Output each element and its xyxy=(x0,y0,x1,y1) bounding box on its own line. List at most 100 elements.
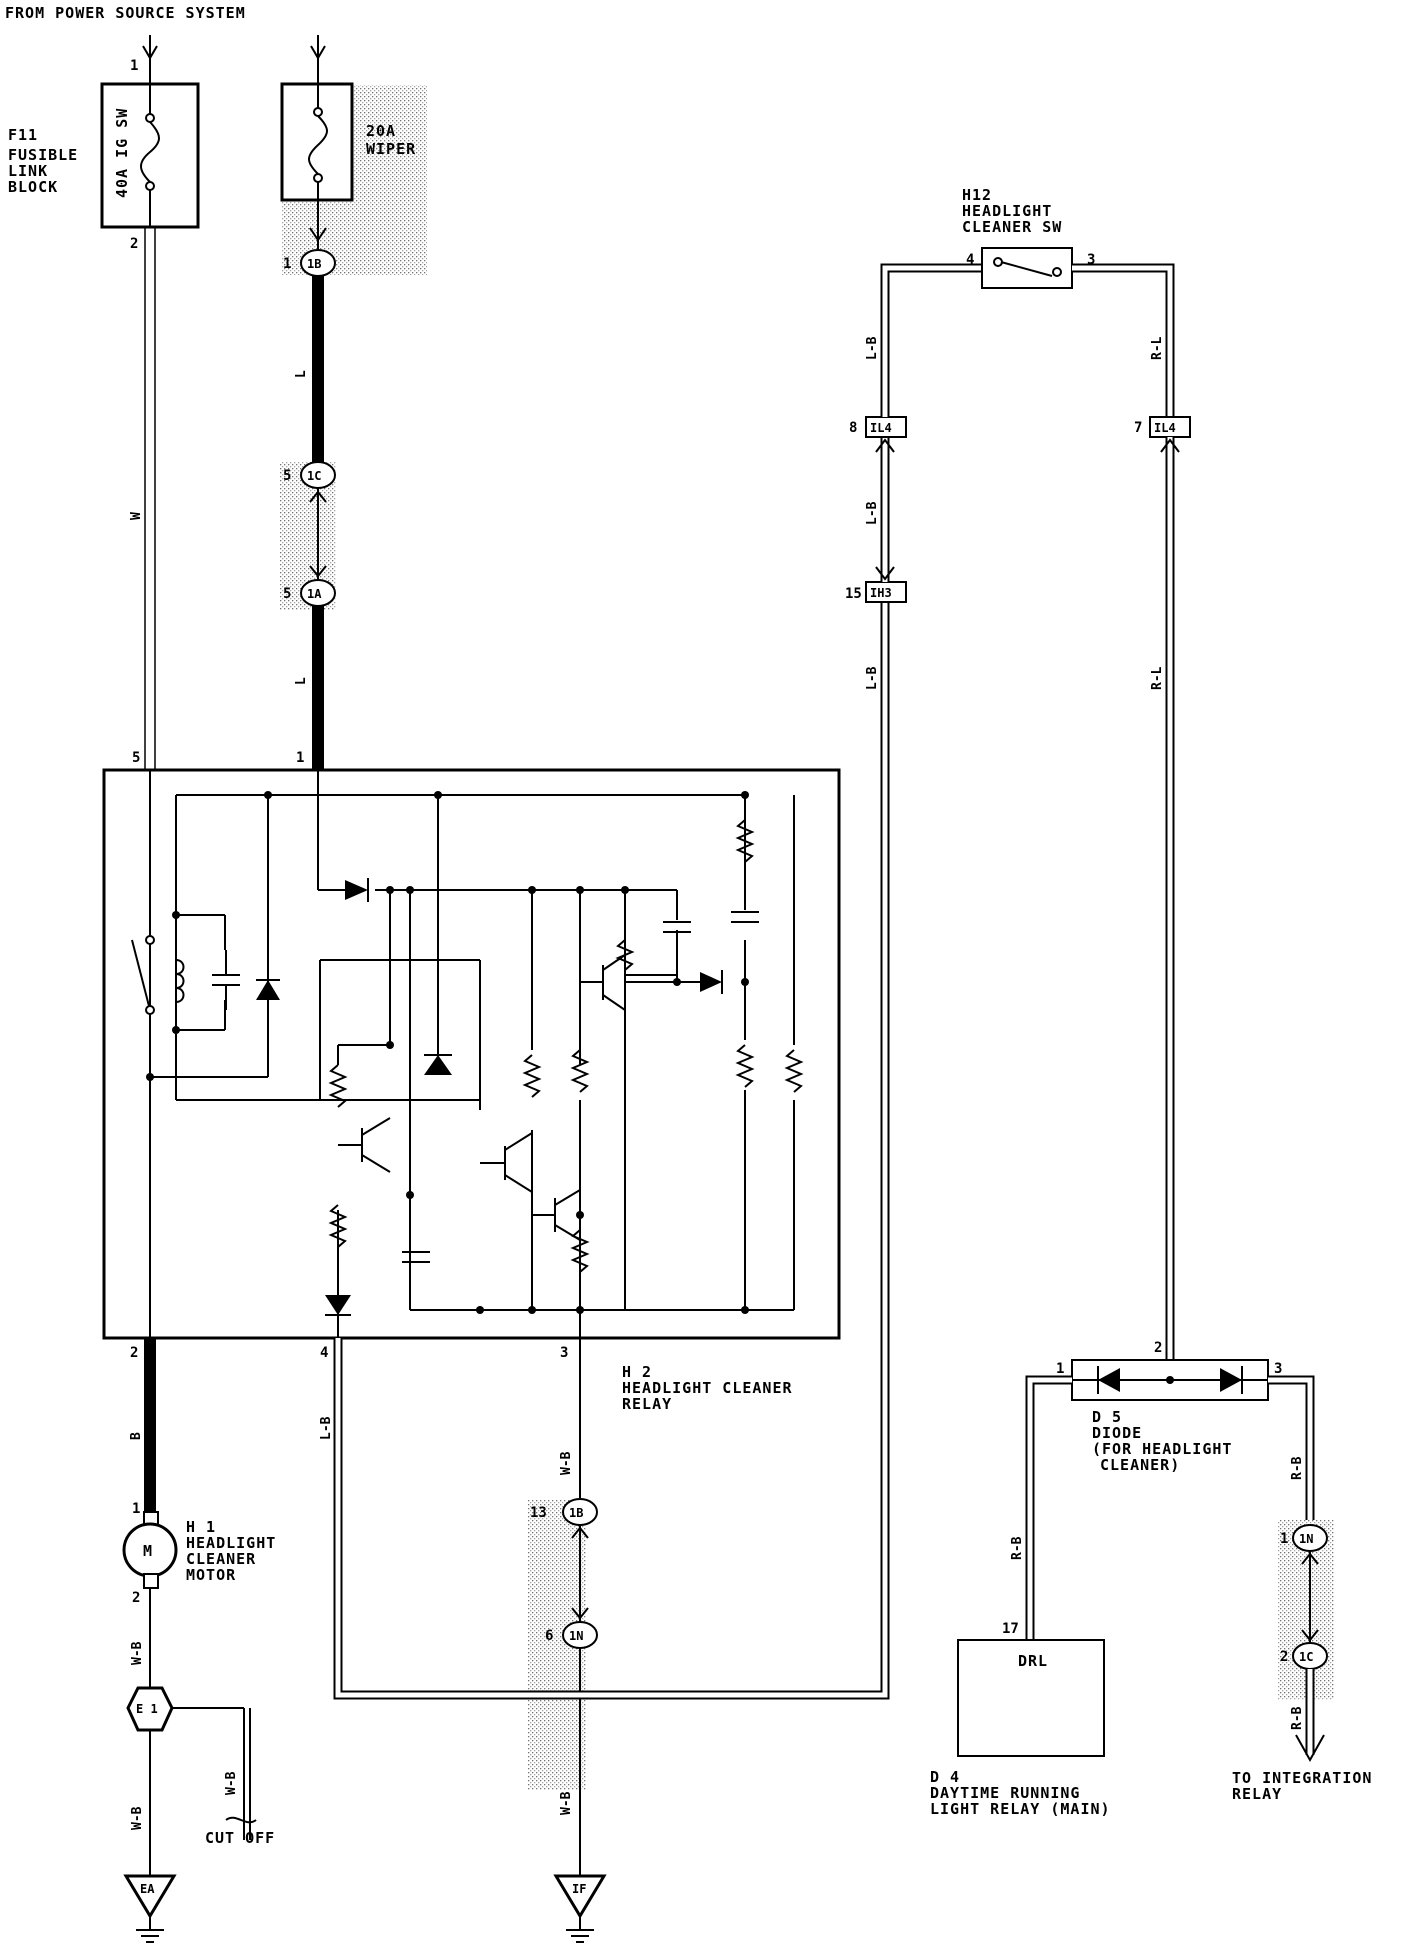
connector-il4-right: 7 IL4 xyxy=(1134,416,1191,438)
svg-text:2: 2 xyxy=(130,1345,138,1361)
svg-text:M: M xyxy=(143,1542,153,1560)
svg-text:5: 5 xyxy=(283,586,291,602)
svg-text:R-L: R-L xyxy=(1150,336,1165,360)
svg-text:1: 1 xyxy=(132,1501,140,1517)
wiper-fuse: 20A WIPER xyxy=(280,35,416,250)
svg-text:15: 15 xyxy=(845,586,862,602)
svg-text:1C: 1C xyxy=(1299,1650,1313,1664)
connector-1b-mid: 13 1B xyxy=(530,1498,598,1622)
connector-1c-right: 2 1C xyxy=(1280,1642,1328,1670)
svg-text:CLEANER): CLEANER) xyxy=(1100,1456,1180,1474)
svg-text:4: 4 xyxy=(320,1345,328,1361)
svg-text:WIPER: WIPER xyxy=(366,140,416,158)
svg-text:R-B: R-B xyxy=(1010,1536,1025,1560)
h2-headlight-cleaner-relay: 2 4 3 H 2 HEADLIGHT CLEANER RELAY xyxy=(102,768,841,1413)
wire-lb-loop: L-B L-B xyxy=(319,600,890,1700)
svg-text:5: 5 xyxy=(283,468,291,484)
svg-text:3: 3 xyxy=(1087,252,1095,268)
h1-headlight-cleaner-motor: 1 M 2 H 1 HEADLIGHT CLEANER MOTOR xyxy=(122,1501,276,1606)
svg-text:W-B: W-B xyxy=(559,1451,574,1475)
svg-text:H 1: H 1 xyxy=(186,1518,216,1536)
wire-rb-d4: R-B xyxy=(1010,1375,1072,1640)
svg-text:1N: 1N xyxy=(1299,1532,1313,1546)
svg-text:H 2: H 2 xyxy=(622,1363,652,1381)
svg-text:7: 7 xyxy=(1134,420,1142,436)
svg-text:D 4: D 4 xyxy=(930,1768,960,1786)
svg-text:W-B: W-B xyxy=(224,1771,239,1795)
svg-text:HEADLIGHT: HEADLIGHT xyxy=(962,202,1052,220)
svg-text:6: 6 xyxy=(545,1628,553,1644)
wire-rl-low: R-L xyxy=(1150,437,1180,1360)
svg-text:D 5: D 5 xyxy=(1092,1408,1122,1426)
svg-text:R-L: R-L xyxy=(1150,666,1165,690)
svg-text:DRL: DRL xyxy=(1018,1652,1048,1670)
svg-text:H12: H12 xyxy=(962,186,992,204)
connector-1b-top: 1 1B xyxy=(283,249,336,277)
svg-text:L: L xyxy=(294,370,309,378)
svg-text:L-B: L-B xyxy=(865,501,880,525)
svg-text:5: 5 xyxy=(132,750,140,766)
svg-text:1: 1 xyxy=(1056,1361,1064,1377)
svg-text:1B: 1B xyxy=(569,1506,583,1520)
connector-il4-left: 8 IL4 xyxy=(849,416,907,438)
power-source-title: FROM POWER SOURCE SYSTEM xyxy=(5,4,246,22)
svg-text:L-B: L-B xyxy=(865,336,880,360)
ground-ea: EA xyxy=(123,1874,177,1943)
svg-text:1: 1 xyxy=(283,256,291,272)
svg-text:HEADLIGHT: HEADLIGHT xyxy=(186,1534,276,1552)
svg-text:W: W xyxy=(129,512,144,520)
svg-text:E 1: E 1 xyxy=(136,1702,158,1716)
connector-1c-left: 5 1C xyxy=(283,461,336,580)
svg-text:FUSIBLE: FUSIBLE xyxy=(8,146,78,164)
svg-text:CLEANER: CLEANER xyxy=(186,1550,256,1568)
svg-text:IF: IF xyxy=(572,1882,586,1896)
connector-ih3: 15 IH3 xyxy=(845,581,907,603)
svg-text:EA: EA xyxy=(140,1882,155,1896)
svg-text:W-B: W-B xyxy=(559,1791,574,1815)
wire-lb-sw: L-B xyxy=(865,263,982,417)
svg-text:1B: 1B xyxy=(307,257,321,271)
svg-text:(FOR HEADLIGHT: (FOR HEADLIGHT xyxy=(1092,1440,1232,1458)
svg-text:TO INTEGRATION: TO INTEGRATION xyxy=(1232,1769,1372,1787)
svg-text:IL4: IL4 xyxy=(1154,421,1176,435)
svg-text:W-B: W-B xyxy=(130,1806,145,1830)
svg-text:IL4: IL4 xyxy=(870,421,892,435)
svg-text:W-B: W-B xyxy=(130,1641,145,1665)
svg-text:2: 2 xyxy=(1280,1649,1288,1665)
wire-rl-sw: R-L xyxy=(1072,263,1175,417)
h12-headlight-cleaner-switch: H12 HEADLIGHT CLEANER SW 4 3 xyxy=(962,186,1095,289)
svg-text:R-B: R-B xyxy=(1290,1706,1305,1730)
wire-lb-mid: L-B xyxy=(865,437,895,582)
d5-diode: 1 2 3 D 5 DIODE (FOR HEADLIGHT CLEANER) xyxy=(1056,1340,1282,1474)
svg-text:2: 2 xyxy=(132,1590,140,1606)
svg-text:IH3: IH3 xyxy=(870,586,892,600)
svg-text:2: 2 xyxy=(130,236,138,252)
svg-text:HEADLIGHT CLEANER: HEADLIGHT CLEANER xyxy=(622,1379,793,1397)
svg-text:RELAY: RELAY xyxy=(622,1395,672,1413)
svg-text:1: 1 xyxy=(130,58,138,74)
svg-text:1N: 1N xyxy=(569,1629,583,1643)
wire-rb-low: R-B TO INTEGRATION RELAY xyxy=(1232,1669,1372,1803)
svg-text:BLOCK: BLOCK xyxy=(8,178,58,196)
svg-text:13: 13 xyxy=(530,1505,547,1521)
svg-text:R-B: R-B xyxy=(1290,1456,1305,1480)
e1-ground-point: E 1 W-B CUT OFF xyxy=(126,1686,274,1847)
wire-w: W 5 xyxy=(129,227,156,770)
svg-text:B: B xyxy=(129,1432,144,1440)
svg-text:L-B: L-B xyxy=(865,666,880,690)
svg-text:F11: F11 xyxy=(8,126,38,144)
svg-text:4: 4 xyxy=(966,252,974,268)
svg-text:1A: 1A xyxy=(307,587,322,601)
svg-text:L: L xyxy=(294,677,309,685)
svg-text:8: 8 xyxy=(849,420,857,436)
svg-text:DIODE: DIODE xyxy=(1092,1424,1142,1442)
connector-1n-right: 1 1N xyxy=(1280,1524,1328,1643)
svg-text:1: 1 xyxy=(296,750,304,766)
svg-text:3: 3 xyxy=(560,1345,568,1361)
svg-text:LINK: LINK xyxy=(8,162,48,180)
svg-text:1C: 1C xyxy=(307,469,321,483)
f11-fusible-link-block: 1 40A IG SW 2 F11 FUSIBLE LINK BLOCK xyxy=(8,35,200,252)
wire-rb-right: R-B xyxy=(1268,1375,1315,1520)
svg-text:17: 17 xyxy=(1002,1621,1019,1637)
